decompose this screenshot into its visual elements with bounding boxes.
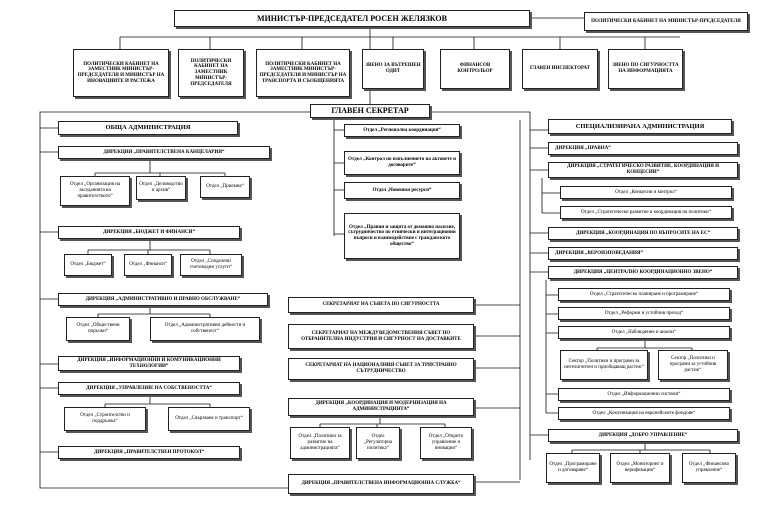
secretariat-tripartite: СЕКРЕТАРИАТ НА НАЦИОНАЛНИЯ СЪВЕТ ЗА ТРИС… [288, 358, 474, 380]
admin-legal-dept-property: Отдел „Административни дейности и собств… [150, 317, 260, 341]
budget-dept-shared-accounting: Отдел „Споделени счетоводни услуги“ [180, 254, 242, 276]
coord-mod-dept-policies: Отдел „Политики за развитие на администр… [290, 427, 350, 459]
good-gov-dept-financial: Отдел „Финансово управление“ [682, 453, 736, 483]
property-dept-construction: Отдел „Строителство и поддръжка“ [64, 407, 146, 431]
directorate-protocol-box: ДИРЕКЦИЯ „ПРАВИТЕЛСТВЕН ПРОТОКОЛ“ [58, 446, 240, 459]
central-dept-hr: Отдел „Човешки ресурси“ [344, 182, 460, 199]
political-cabinet-transport-box: ПОЛИТИЧЕСКИ КАБИНЕТ НА ЗАМЕСТНИК МИНИСТЪ… [256, 49, 350, 97]
directorate-strategic-box: ДИРЕКЦИЯ „СТРАТЕГИЧЕСКО РАЗВИТИЕ, КООРДИ… [548, 162, 738, 178]
specialized-administration-box: СПЕЦИАЛИЗИРАНА АДМИНИСТРАЦИЯ [548, 119, 732, 134]
central-dept-regional: Отдел „Регионална координация“ [344, 124, 460, 137]
internal-audit-box: ЗВЕНО ЗА ВЪТРЕШЕН ОДИТ [362, 49, 424, 89]
budget-dept-finance: Отдел „Финанси“ [124, 254, 172, 276]
central-dept-legal-civil: Отдел „Правни и защита от домашно насили… [344, 213, 460, 259]
chief-inspectorate-box: ГЛАВЕН ИНСПЕКТОРАТ [522, 49, 598, 89]
admin-legal-dept-procurement: Отдел „Обществени поръчки“ [66, 317, 130, 341]
coord-mod-dept-regulatory: Отдел „Регулаторна политика“ [356, 427, 400, 459]
directorate-budget-box: ДИРЕКЦИЯ „БЮДЖЕТ И ФИНАНСИ“ [58, 226, 240, 239]
strategic-dept-policy-coordination: Отдел „Стратегическо развитие и координа… [560, 206, 732, 219]
directorate-eu-box: ДИРЕКЦИЯ „КООРДИНАЦИЯ ПО ВЪПРОСИТЕ НА ЕС… [548, 227, 738, 240]
prime-minister-box: МИНИСТЪР-ПРЕДСЕДАТЕЛ РОСЕН ЖЕЛЯЗКОВ [174, 10, 530, 27]
coord-mod-dept-open-gov: Отдел „Открито управление и иновации“ [420, 427, 472, 459]
chief-secretary-box: ГЛАВЕН СЕКРЕТАР [310, 104, 430, 118]
central-coord-dept-planning: Отдел „Стратегическо планиране и програм… [558, 288, 730, 301]
central-coord-dept-eu-funds-comms: Отдел „Комуникация на европейските фондо… [558, 407, 730, 420]
general-administration-box: ОБЩА АДМИНИСТРАЦИЯ [58, 121, 238, 135]
directorate-gov-info-service-box: ДИРЕКЦИЯ „ПРАВИТЕЛСТВЕНА ИНФОРМАЦИОННА С… [288, 474, 474, 494]
central-coord-dept-reforms: Отдел „Реформи и устойчив преход“ [558, 307, 730, 320]
directorate-religion-box: ДИРЕКЦИЯ „ВЕРОИЗПОВЕДАНИЯ“ [548, 247, 738, 260]
sector-sustainable-growth: Сектор „Политики и програми за устойчив … [658, 350, 728, 380]
secretariat-defense-industry: СЕКРЕТАРИАТ НА МЕЖДУВЕДОМСТВЕНИЯ СЪВЕТ П… [288, 324, 474, 349]
central-coord-dept-info-systems: Отдел „Информационни системи“ [558, 388, 730, 401]
directorate-legal-box: ДИРЕКЦИЯ „ПРАВНА“ [548, 142, 738, 155]
pm-political-cabinet-box: ПОЛИТИЧЕСКИ КАБИНЕТ НА МИНИСТЪР-ПРЕДСЕДА… [584, 12, 748, 31]
central-coord-dept-monitoring: Отдел „Наблюдение и анализ“ [558, 326, 730, 339]
chancery-dept-archive: Отдел „Деловодство и архив“ [136, 176, 186, 200]
directorate-property-box: ДИРЕКЦИЯ „УПРАВЛЕНИЕ НА СОБСТВЕНОСТТА“ [58, 382, 240, 395]
financial-controller-box: ФИНАНСОВ КОНТРОЛЬОР [440, 49, 510, 89]
good-gov-dept-monitoring: Отдел „Мониторинг и верификация“ [610, 453, 670, 483]
sector-smart-inclusive-growth: Сектор „Политики и програми за интелиген… [560, 350, 648, 380]
secretariat-security-council: СЕКРЕТАРИАТ НА СЪВЕТА ПО СИГУРНОСТТА [288, 297, 474, 313]
information-security-box: ЗВЕНО ПО СИГУРНОСТТА НА ИНФОРМАЦИЯТА [608, 49, 683, 89]
directorate-central-coordination-box: ДИРЕКЦИЯ „ЦЕНТРАЛНО КООРДИНАЦИОННО ЗВЕНО… [548, 266, 738, 279]
political-cabinet-innovation-box: ПОЛИТИЧЕСКИ КАБИНЕТ НА ЗАМЕСТНИК МИНИСТЪ… [73, 49, 169, 97]
good-gov-dept-programming: Отдел „Програмиране и договаряне“ [546, 453, 600, 483]
directorate-admin-legal-box: ДИРЕКЦИЯ „АДМИНИСТРАТИВНО И ПРАВНО ОБСЛУ… [58, 293, 268, 306]
budget-dept-budget: Отдел „Бюджет“ [64, 254, 112, 276]
chancery-dept-sessions: Отдел „Организация на заседанията на пра… [60, 176, 130, 206]
property-dept-transport: Отдел „Свързване и транспорт“ [168, 407, 250, 431]
directorate-ict-box: ДИРЕКЦИЯ „ИНФОРМАЦИОННИ И КОМУНИКАЦИОННИ… [58, 356, 240, 371]
directorate-chancery-box: ДИРЕКЦИЯ „ПРАВИТЕЛСТВЕНА КАНЦЕЛАРИЯ“ [58, 146, 270, 159]
central-dept-control: Отдел „Контрол по изпълнението на актове… [344, 151, 460, 175]
strategic-dept-concessions: Отдел „Концесии и контрол“ [560, 186, 732, 199]
political-cabinet-deputy-pm-box: ПОЛИТИЧЕСКИ КАБИНЕТ НА ЗАМЕСТНИК МИНИСТЪ… [178, 49, 244, 97]
directorate-good-governance-box: ДИРЕКЦИЯ „ДОБРО УПРАВЛЕНИЕ“ [548, 429, 738, 442]
chancery-dept-reception: Отдел „Приемна“ [200, 176, 250, 198]
directorate-coord-modernization-box: ДИРЕКЦИЯ „КООРДИНАЦИЯ И МОДЕРНИЗАЦИЯ НА … [288, 398, 474, 416]
